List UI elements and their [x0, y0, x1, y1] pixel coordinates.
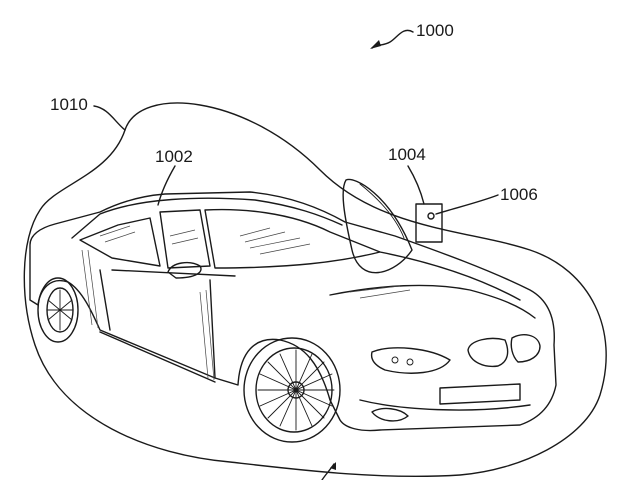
- vehicle-1002: [29, 191, 557, 432]
- ref-1004: 1004: [388, 145, 426, 164]
- device-1004: [415, 203, 443, 243]
- region-boundary-1010: [23, 102, 607, 478]
- arrowhead-1000: [370, 40, 381, 49]
- front-wheel: [243, 337, 341, 443]
- signal-beam: [342, 178, 413, 274]
- rear-wheel: [37, 277, 79, 343]
- signal-beam-inner: [359, 183, 405, 239]
- ref-1010: 1010: [50, 95, 88, 114]
- bottom-arrowhead: [330, 462, 336, 470]
- leader-1002: [157, 165, 176, 206]
- ref-1006: 1006: [500, 185, 538, 204]
- leader-1004: [407, 165, 425, 205]
- ref-1000: 1000: [416, 21, 454, 40]
- leader-1010: [93, 105, 126, 131]
- leader-1006: [435, 194, 499, 215]
- ref-1002: 1002: [155, 147, 193, 166]
- sensor-1006: [427, 212, 435, 220]
